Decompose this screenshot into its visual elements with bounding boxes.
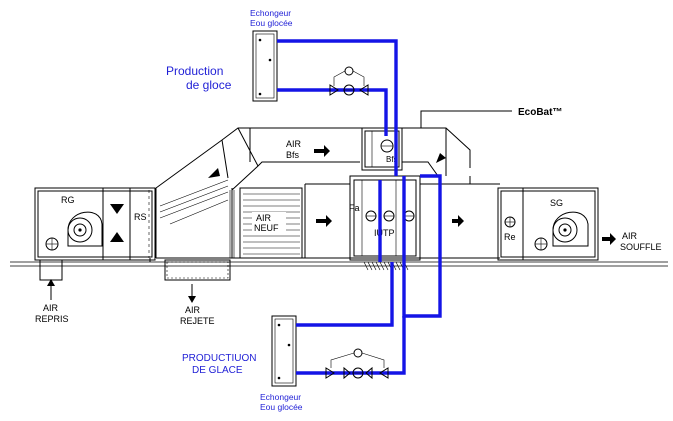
top-production-label-2: de gloce (186, 78, 232, 92)
rejete-box (164, 259, 231, 281)
air-bfs-label-1: AIR (286, 139, 302, 149)
top-exchanger (252, 30, 278, 102)
flow-arrow-icon (314, 145, 330, 157)
flow-arrow-icon (436, 153, 446, 163)
top-exchanger-label-1: Echongeur (250, 8, 291, 18)
air-neuf-label-2: NEUF (254, 223, 279, 233)
bottom-production-label-1: PRODUCTIUON (182, 353, 256, 364)
floor-lines (10, 261, 668, 267)
air-rejete-arrow-icon (188, 296, 196, 303)
up-arrow-icon (110, 232, 124, 242)
bottom-exchanger-label-1: Echongeur (260, 392, 301, 402)
air-souffle-label-1: AIR (622, 231, 638, 241)
top-production-label-1: Production (166, 64, 223, 78)
air-neuf-label-1: AIR (256, 213, 272, 223)
air-rejete-label-1: AIR (185, 305, 201, 315)
rg-label: RG (61, 195, 75, 205)
fa-label: Fa (349, 203, 360, 213)
bottom-exchanger-label-2: Eou glocée (260, 402, 303, 412)
ecobat-leader: EcoBat™ (420, 107, 562, 128)
iutp-unit: Fa IUTP (349, 175, 421, 271)
bottom-pump-group (325, 348, 389, 380)
flow-arrow-icon (316, 215, 332, 227)
air-repris-label-1: AIR (43, 303, 59, 313)
bottom-bypass-valve-icon (353, 348, 363, 358)
top-exchanger-label-2: Eou glocée (250, 18, 293, 28)
down-arrow-icon (110, 204, 124, 214)
air-neuf-louvre: AIR NEUF (239, 187, 303, 259)
bottom-production-label-2: DE GLACE (192, 365, 243, 376)
flow-arrow-icon (602, 233, 616, 245)
top-pump-group (329, 66, 369, 96)
flow-arrow-icon (208, 168, 220, 178)
rg-unit: RG RS (34, 187, 156, 281)
top-bypass-valve-icon (344, 66, 354, 76)
upper-duct (155, 127, 471, 191)
air-repris-arrow-icon (47, 279, 55, 286)
rs-label: RS (134, 212, 147, 222)
air-souffle-label-2: SOUFFLE (620, 242, 662, 252)
bottom-exchanger (271, 315, 297, 387)
air-rejete-label-2: REJETE (180, 316, 215, 326)
main-duct (155, 176, 500, 259)
glycol-piping (277, 39, 442, 375)
air-repris-label-2: REPRIS (35, 314, 69, 324)
flow-arrows (47, 145, 616, 303)
sg-label: SG (550, 198, 563, 208)
bfs-coil-box: Bfs (361, 127, 403, 171)
flow-arrow-icon (452, 215, 464, 227)
iutp-label: IUTP (374, 228, 395, 238)
air-bfs-label-2: Bfs (286, 150, 300, 160)
sg-unit: SG Re (497, 187, 599, 261)
bfs-coil-label: Bfs (386, 155, 398, 164)
ecobat-label: EcoBat™ (518, 107, 562, 118)
re-label: Re (504, 232, 516, 242)
